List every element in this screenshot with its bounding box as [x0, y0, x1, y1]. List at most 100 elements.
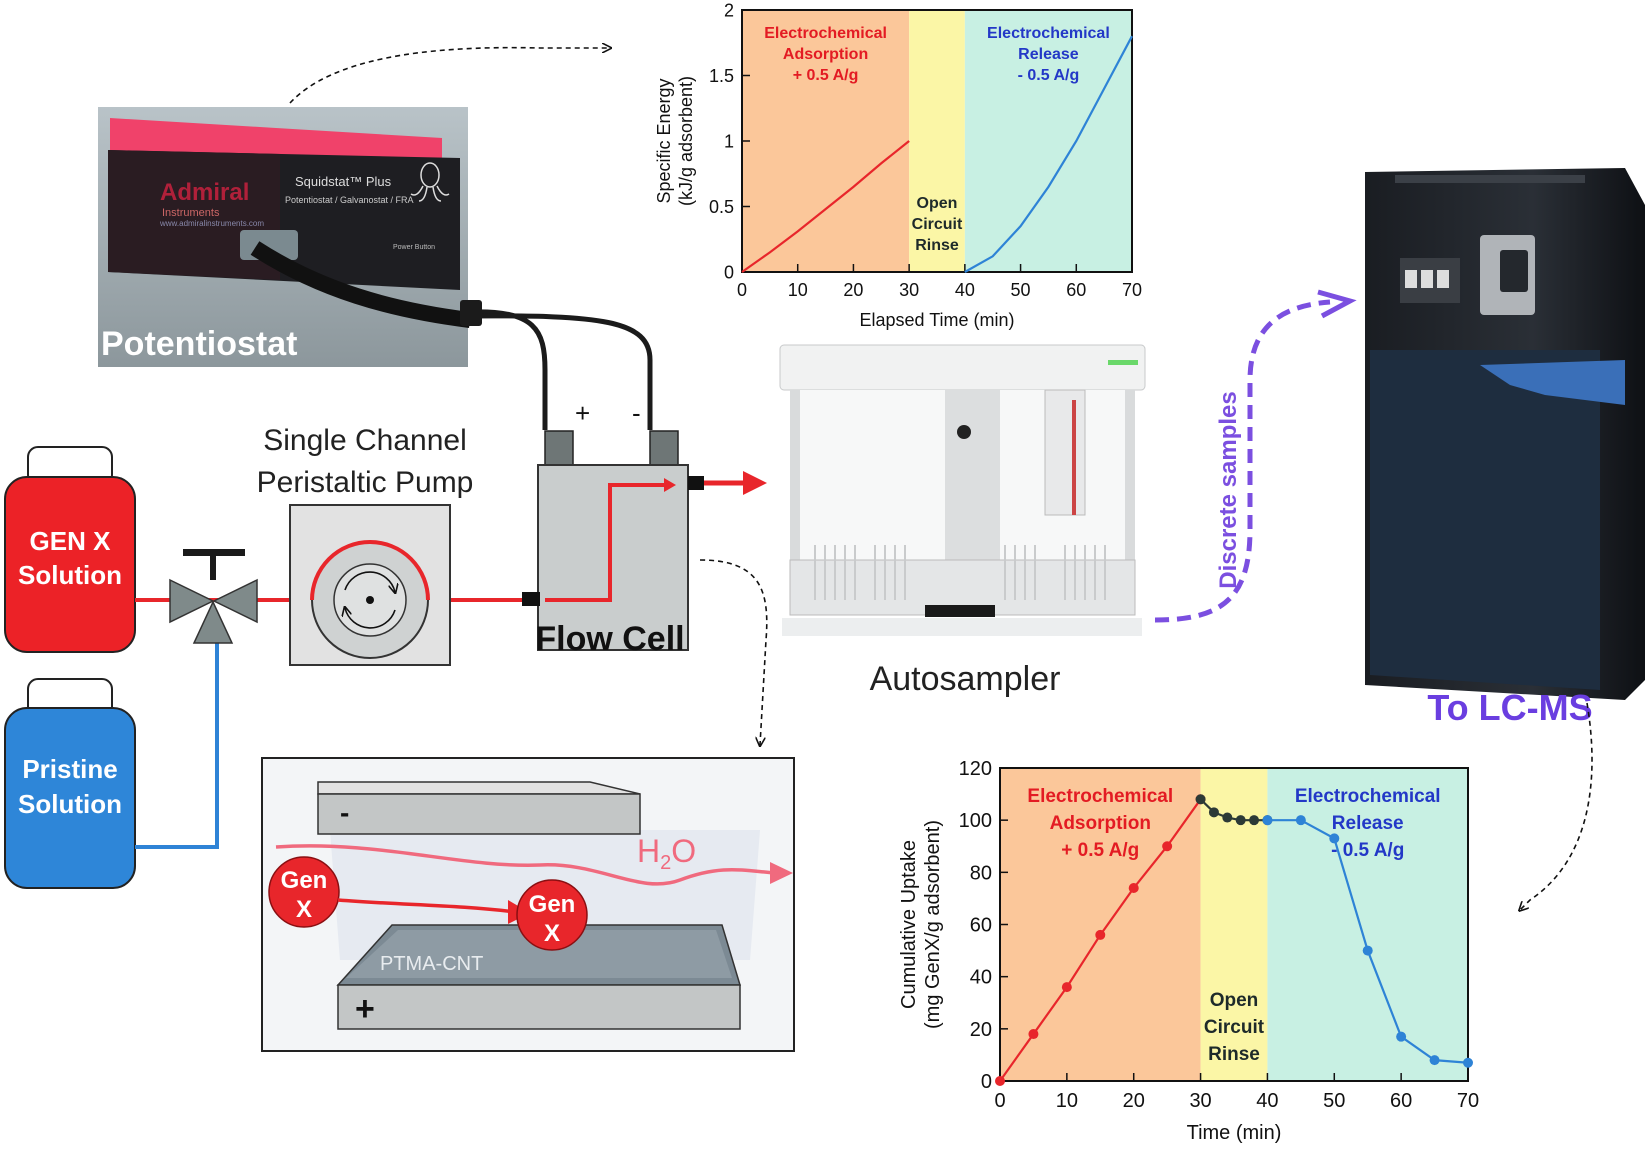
y-tick-label-1: 0.5 [709, 197, 734, 217]
discrete-samples-arrowhead [1317, 289, 1357, 319]
device-model-sub-text: Potentiostat / Galvanostat / FRA [285, 195, 414, 205]
pump-label-line1: Single Channel [263, 424, 466, 457]
data-point-0-1 [1028, 1029, 1039, 1040]
data-point-2-6 [1463, 1057, 1473, 1068]
potentiostat-cables [469, 309, 653, 430]
pristine-tubing [135, 640, 219, 849]
region-label-2-0: Electrochemical [987, 25, 1110, 42]
data-point-2-2 [1329, 833, 1340, 844]
region-label-0-0: Electrochemical [1027, 786, 1173, 807]
region-label-1-2: Rinse [1208, 1044, 1260, 1065]
flow-cell [522, 430, 767, 651]
pump-label-line2: Peristaltic Pump [257, 466, 474, 499]
data-point-2-0 [1262, 815, 1273, 826]
x-tick-label-3: 30 [1189, 1090, 1211, 1112]
x-tick-label-6: 60 [1066, 280, 1086, 300]
flow-cell-plus: + [575, 398, 590, 428]
y-tick-label-4: 80 [970, 862, 992, 884]
pointer-to-cell-detail [699, 559, 768, 745]
genx-ball-1-line1: Gen [281, 867, 328, 894]
region-label-0-2: + 0.5 A/g [793, 67, 859, 84]
region-label-0-1: Adsorption [783, 46, 868, 63]
pristine-label-line2: Solution [18, 789, 122, 819]
x-tick-label-0: 0 [994, 1090, 1005, 1112]
device-brand-text: Admiral [160, 179, 249, 206]
region-label-2-1: Release [1332, 813, 1404, 834]
device-power-text: Power Button [393, 244, 435, 251]
data-point-2-5 [1429, 1055, 1440, 1066]
peristaltic-pump [289, 504, 451, 666]
device-model-text: Squidstat™ Plus [295, 174, 392, 189]
cable-plug [460, 300, 482, 326]
region-label-0-2: + 0.5 A/g [1061, 840, 1139, 861]
autosampler-photo [779, 344, 1146, 636]
genx-ball-2-line2: X [544, 920, 560, 947]
lcms-label: To LC-MS [1427, 687, 1592, 728]
data-point-0-5 [1162, 841, 1173, 852]
region-label-1-1: Circuit [1204, 1017, 1265, 1038]
flow-cell-detail: - PTMA-CNT + H2O Gen X Gen X [261, 757, 795, 1052]
ptma-label: PTMA-CNT [380, 953, 483, 975]
genx-ball-1-line2: X [296, 896, 312, 923]
y-tick-label-2: 1 [724, 131, 734, 151]
genx-label-line2: Solution [18, 560, 122, 590]
y-tick-label-5: 100 [959, 810, 992, 832]
data-point-0-0 [995, 1076, 1005, 1086]
x-tick-label-0: 0 [737, 280, 747, 300]
x-tick-label-6: 60 [1390, 1090, 1412, 1112]
autosampler-label: Autosampler [870, 660, 1061, 698]
x-tick-label-1: 10 [1056, 1090, 1078, 1112]
detail-plus: + [355, 990, 375, 1028]
region-bg-0 [742, 10, 910, 272]
region-label-0-0: Electrochemical [764, 25, 887, 42]
x-tick-label-3: 30 [899, 280, 919, 300]
y-axis-label-1: (kJ/g adsorbent) [676, 76, 696, 206]
y-axis-label-0: Specific Energy [654, 78, 674, 203]
x-tick-label-2: 20 [1123, 1090, 1145, 1112]
region-label-2-2: - 0.5 A/g [1018, 67, 1080, 84]
region-label-1-1: Circuit [912, 216, 963, 233]
region-label-2-1: Release [1018, 46, 1079, 63]
device-brand-sub-text: Instruments [162, 207, 220, 219]
region-bg-0 [1000, 768, 1201, 1081]
y-tick-label-0: 0 [981, 1071, 992, 1093]
data-point-1-2 [1222, 812, 1233, 823]
x-tick-label-4: 40 [1256, 1090, 1278, 1112]
three-way-valve-icon [169, 549, 258, 644]
genx-ball-2-line1: Gen [529, 891, 576, 918]
flow-cell-minus: - [632, 398, 641, 428]
y-tick-label-2: 40 [970, 967, 992, 989]
data-point-1-1 [1208, 807, 1219, 818]
region-label-1-2: Rinse [915, 237, 959, 254]
x-axis-label: Elapsed Time (min) [859, 310, 1014, 330]
data-point-0-2 [1061, 982, 1072, 993]
device-url-text: www.admiralinstruments.com [159, 219, 264, 228]
region-bg-1 [909, 10, 965, 272]
potentiostat-photo: Admiral Instruments www.admiralinstrumen… [98, 107, 471, 367]
x-tick-label-1: 10 [788, 280, 808, 300]
discrete-samples-label: Discrete samples [1215, 391, 1242, 588]
x-tick-label-5: 50 [1323, 1090, 1345, 1112]
lcms-photo [1365, 168, 1645, 700]
y-tick-label-3: 60 [970, 915, 992, 937]
x-axis-label: Time (min) [1187, 1122, 1282, 1144]
y-tick-label-6: 120 [959, 758, 992, 780]
flow-cell-label: Flow Cell [535, 620, 684, 658]
water-label: H2O [637, 833, 696, 874]
region-label-1-0: Open [1210, 990, 1259, 1011]
data-point-2-3 [1362, 945, 1373, 956]
pristine-label-line1: Pristine [22, 754, 117, 784]
discrete-samples-arrow [1154, 299, 1331, 623]
potentiostat-label: Potentiostat [101, 325, 297, 363]
x-tick-label-7: 70 [1457, 1090, 1479, 1112]
data-point-1-4 [1249, 815, 1260, 826]
y-tick-label-3: 1.5 [709, 66, 734, 86]
pointer-to-uptake-chart [1520, 702, 1593, 910]
y-tick-label-0: 0 [724, 262, 734, 282]
y-axis-label-0: Cumulative Uptake [898, 840, 920, 1009]
data-point-1-0 [1195, 794, 1206, 805]
x-tick-label-4: 40 [955, 280, 975, 300]
